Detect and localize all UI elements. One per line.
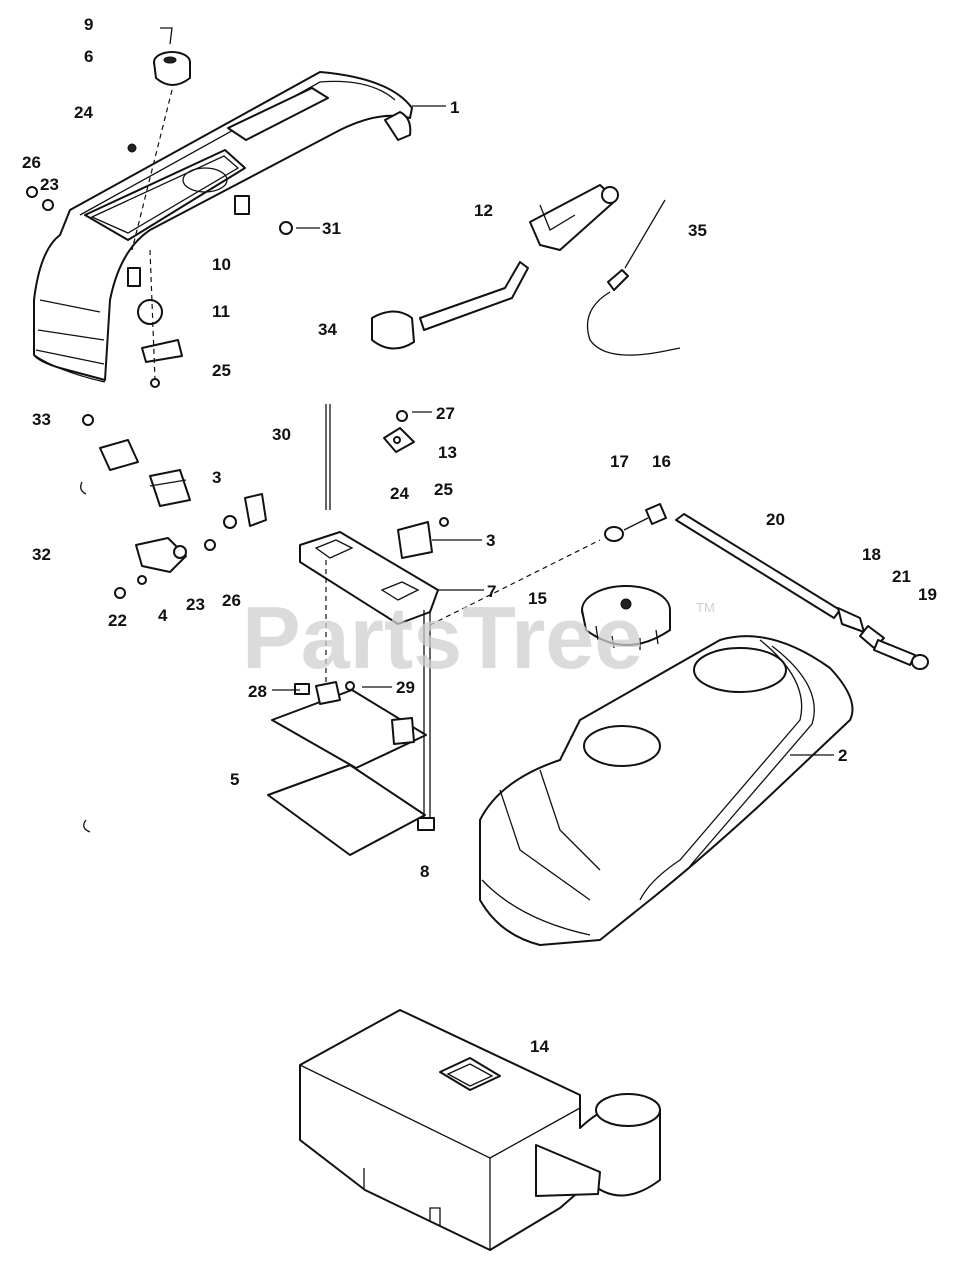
part-15-fuel-cap <box>581 585 671 650</box>
callout-labels: 9 6 1 24 26 23 12 35 31 10 11 34 25 33 2… <box>22 15 937 1056</box>
callout-10: 10 <box>212 255 231 274</box>
callout-5: 5 <box>230 770 239 789</box>
callout-17: 17 <box>610 452 629 471</box>
fuel-line-assembly <box>429 503 929 670</box>
callout-29: 29 <box>396 678 415 697</box>
callout-20: 20 <box>766 510 785 529</box>
callout-4: 4 <box>158 606 168 625</box>
small-parts-13-24-25-27 <box>383 410 449 559</box>
watermark-brand: PartsTree <box>242 588 643 687</box>
part-12-lever-assembly <box>371 184 619 350</box>
callout-16: 16 <box>652 452 671 471</box>
callout-31: 31 <box>322 219 341 238</box>
leader-lines <box>131 89 834 756</box>
callout-23-bottom: 23 <box>186 595 205 614</box>
callout-15: 15 <box>528 589 547 608</box>
callout-6: 6 <box>84 47 93 66</box>
callout-24-mid: 24 <box>390 484 409 503</box>
fasteners-23-26 <box>26 186 293 426</box>
callout-30: 30 <box>272 425 291 444</box>
callout-26-bottom: 26 <box>222 591 241 610</box>
callout-19: 19 <box>918 585 937 604</box>
callout-14: 14 <box>530 1037 549 1056</box>
callout-2: 2 <box>838 746 847 765</box>
watermark-trademark: TM <box>696 600 715 615</box>
callout-23-top: 23 <box>40 175 59 194</box>
callout-25-top: 25 <box>212 361 231 380</box>
callout-18: 18 <box>862 545 881 564</box>
callout-28: 28 <box>248 682 267 701</box>
callout-1: 1 <box>450 98 459 117</box>
part-35-cable <box>586 199 681 356</box>
callout-11: 11 <box>212 302 230 321</box>
callout-25-mid: 25 <box>434 480 453 499</box>
callout-3-left: 3 <box>212 468 221 487</box>
part-6-knob <box>153 27 191 86</box>
callout-33: 33 <box>32 410 51 429</box>
callout-3-right: 3 <box>486 531 495 550</box>
callout-13: 13 <box>438 443 457 462</box>
callout-26-top: 26 <box>22 153 41 172</box>
battery-tray-7-8-30 <box>267 404 439 856</box>
callout-22: 22 <box>108 611 127 630</box>
callout-24-top: 24 <box>74 103 93 122</box>
callout-35: 35 <box>688 221 707 240</box>
watermark: PartsTree TM <box>242 588 715 687</box>
callout-9: 9 <box>84 15 93 34</box>
part-2-tank-cover <box>479 635 854 946</box>
callout-12: 12 <box>474 201 493 220</box>
callout-7: 7 <box>487 582 496 601</box>
callout-34: 34 <box>318 320 337 339</box>
part-1-console-panel <box>33 71 413 383</box>
callout-8: 8 <box>420 862 429 881</box>
callout-21: 21 <box>892 567 911 586</box>
switch-assembly-3-4 <box>80 439 267 833</box>
callout-27: 27 <box>436 404 455 423</box>
callout-32: 32 <box>32 545 51 564</box>
part-14-fuel-tank <box>299 1009 661 1251</box>
